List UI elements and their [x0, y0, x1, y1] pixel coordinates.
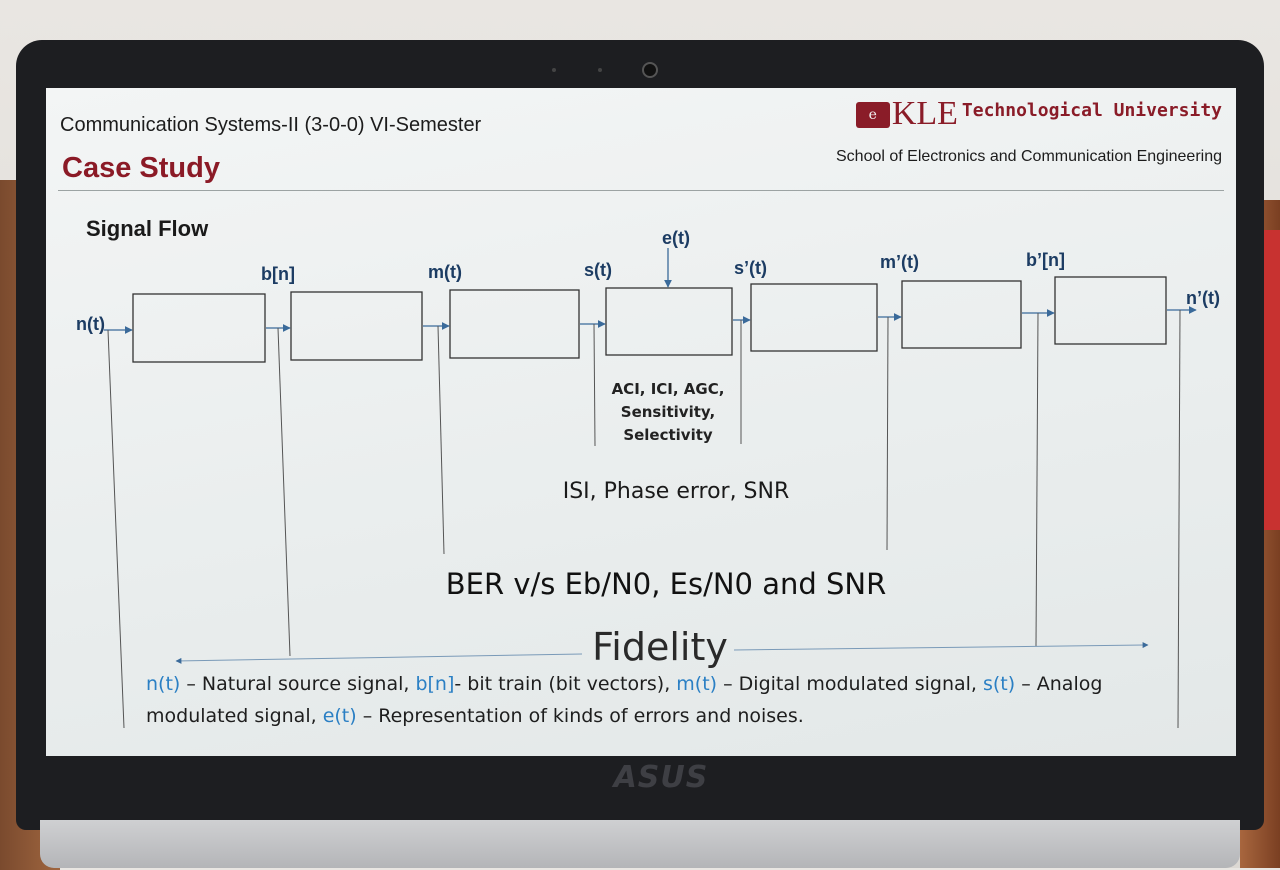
legend-symbol-b: b[n] — [415, 673, 455, 695]
legend-symbol-m: m(t) — [676, 673, 718, 695]
label-b-n: b[n] — [261, 264, 295, 284]
school-name: School of Electronics and Communication … — [836, 148, 1222, 165]
guide-m-prime — [886, 316, 889, 551]
legend-desc-n: – Natural source signal, — [180, 673, 416, 695]
guide-m — [437, 325, 445, 555]
logo-subtitle: Technological University — [961, 100, 1222, 121]
brand-logo: ASUS — [613, 760, 709, 795]
guide-s — [593, 323, 596, 447]
fidelity-arrow-right — [733, 642, 1149, 651]
block-3 — [449, 289, 580, 359]
diagram-heading: Signal Flow — [86, 216, 209, 241]
channel-note-2: Sensitivity, — [621, 403, 715, 421]
course-title: Communication Systems-II (3-0-0) VI-Seme… — [60, 114, 482, 136]
label-s-t: s(t) — [584, 260, 612, 280]
laptop-base — [40, 820, 1240, 868]
label-b-prime-n: b’[n] — [1026, 250, 1065, 270]
block-4 — [605, 287, 733, 356]
block-7 — [1054, 276, 1167, 345]
logo-name: KLE — [891, 95, 958, 132]
logo-mark-icon: e — [855, 102, 890, 128]
university-logo: e KLE Technological University — [855, 95, 1222, 132]
slide-screen: Communication Systems-II (3-0-0) VI-Seme… — [46, 88, 1236, 756]
block-2 — [290, 291, 423, 361]
legend-desc-s: – Analog modulated signal, — [146, 673, 1103, 727]
channel-note-3: Selectivity — [623, 426, 713, 444]
block-5 — [750, 283, 878, 352]
legend-symbol-s: s(t) — [983, 673, 1016, 695]
metric-modulation: ISI, Phase error, SNR — [563, 479, 790, 504]
sensor-dot — [598, 68, 602, 72]
guide-b-prime — [1035, 312, 1039, 647]
label-n-t: n(t) — [76, 314, 105, 334]
legend-desc-e: – Representation of kinds of errors and … — [356, 705, 804, 727]
block-1 — [132, 293, 266, 363]
guide-b — [277, 327, 291, 657]
guide-n-prime — [1177, 309, 1181, 729]
legend-desc-b: - bit train (bit vectors), — [454, 673, 677, 695]
guide-n — [107, 329, 125, 729]
fidelity-arrow-left — [175, 653, 583, 664]
metric-ber: BER v/s Eb/N0, Es/N0 and SNR — [446, 567, 887, 601]
block-6 — [901, 280, 1022, 349]
legend-desc-m: – Digital modulated signal, — [717, 673, 983, 695]
label-n-prime-t: n’(t) — [1186, 288, 1220, 308]
metric-fidelity: Fidelity — [592, 625, 728, 669]
label-s-prime-t: s’(t) — [734, 258, 767, 278]
legend-text: n(t) – Natural source signal, b[n]- bit … — [146, 668, 1186, 732]
legend-symbol-e: e(t) — [322, 705, 357, 727]
label-m-t: m(t) — [428, 262, 462, 282]
section-title: Case Study — [62, 152, 220, 184]
label-m-prime-t: m’(t) — [880, 252, 919, 272]
signal-flow-diagram: n(t) b[n] m(t) s(t) e(t) s’(t) m’(t) b’[… — [76, 228, 1220, 729]
channel-note-1: ACI, ICI, AGC, — [612, 380, 725, 398]
header-divider — [58, 190, 1224, 191]
sensor-dot — [552, 68, 556, 72]
webcam-icon — [642, 62, 658, 78]
legend-symbol-n: n(t) — [146, 673, 181, 695]
label-e-t: e(t) — [662, 228, 690, 248]
